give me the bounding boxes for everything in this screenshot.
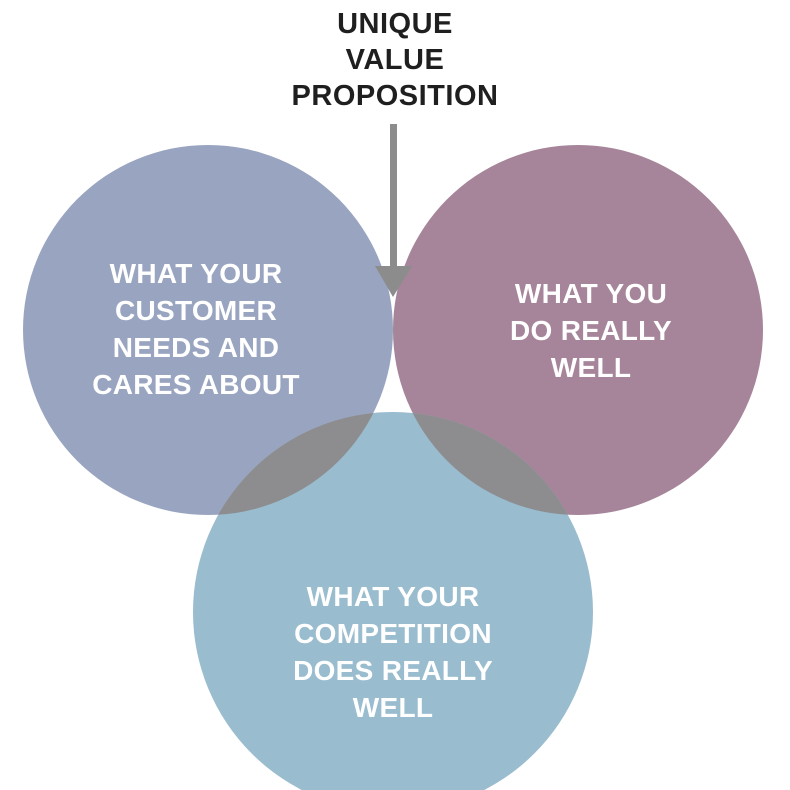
title-line-2: VALUE [345, 44, 445, 76]
you-label-line-1: WHAT YOU [514, 278, 668, 309]
customer-label-line-3: NEEDS AND [112, 332, 280, 363]
competition-label-line-1: WHAT YOUR [306, 581, 480, 612]
you-label: WHAT YOU DO REALLY WELL [461, 275, 721, 386]
title-line-1: UNIQUE [337, 8, 453, 40]
customer-label: WHAT YOUR CUSTOMER NEEDS AND CARES ABOUT [66, 255, 326, 403]
arrow-head-icon [375, 266, 412, 297]
customer-label-line-2: CUSTOMER [114, 295, 278, 326]
competition-circle [193, 412, 593, 790]
competition-label: WHAT YOUR COMPETITION DOES REALLY WELL [253, 578, 533, 726]
arrow-shaft [390, 124, 397, 270]
customer-label-line-4: CARES ABOUT [92, 369, 300, 400]
you-label-line-3: WELL [550, 352, 632, 383]
title-line-3: PROPOSITION [291, 80, 499, 112]
you-label-line-2: DO REALLY [510, 315, 672, 346]
competition-label-line-4: WELL [352, 692, 434, 723]
competition-label-line-2: COMPETITION [294, 618, 492, 649]
customer-label-line-1: WHAT YOUR [109, 258, 283, 289]
competition-label-line-3: DOES REALLY [293, 655, 493, 686]
you-circle [393, 145, 763, 515]
customer-circle [23, 145, 393, 515]
